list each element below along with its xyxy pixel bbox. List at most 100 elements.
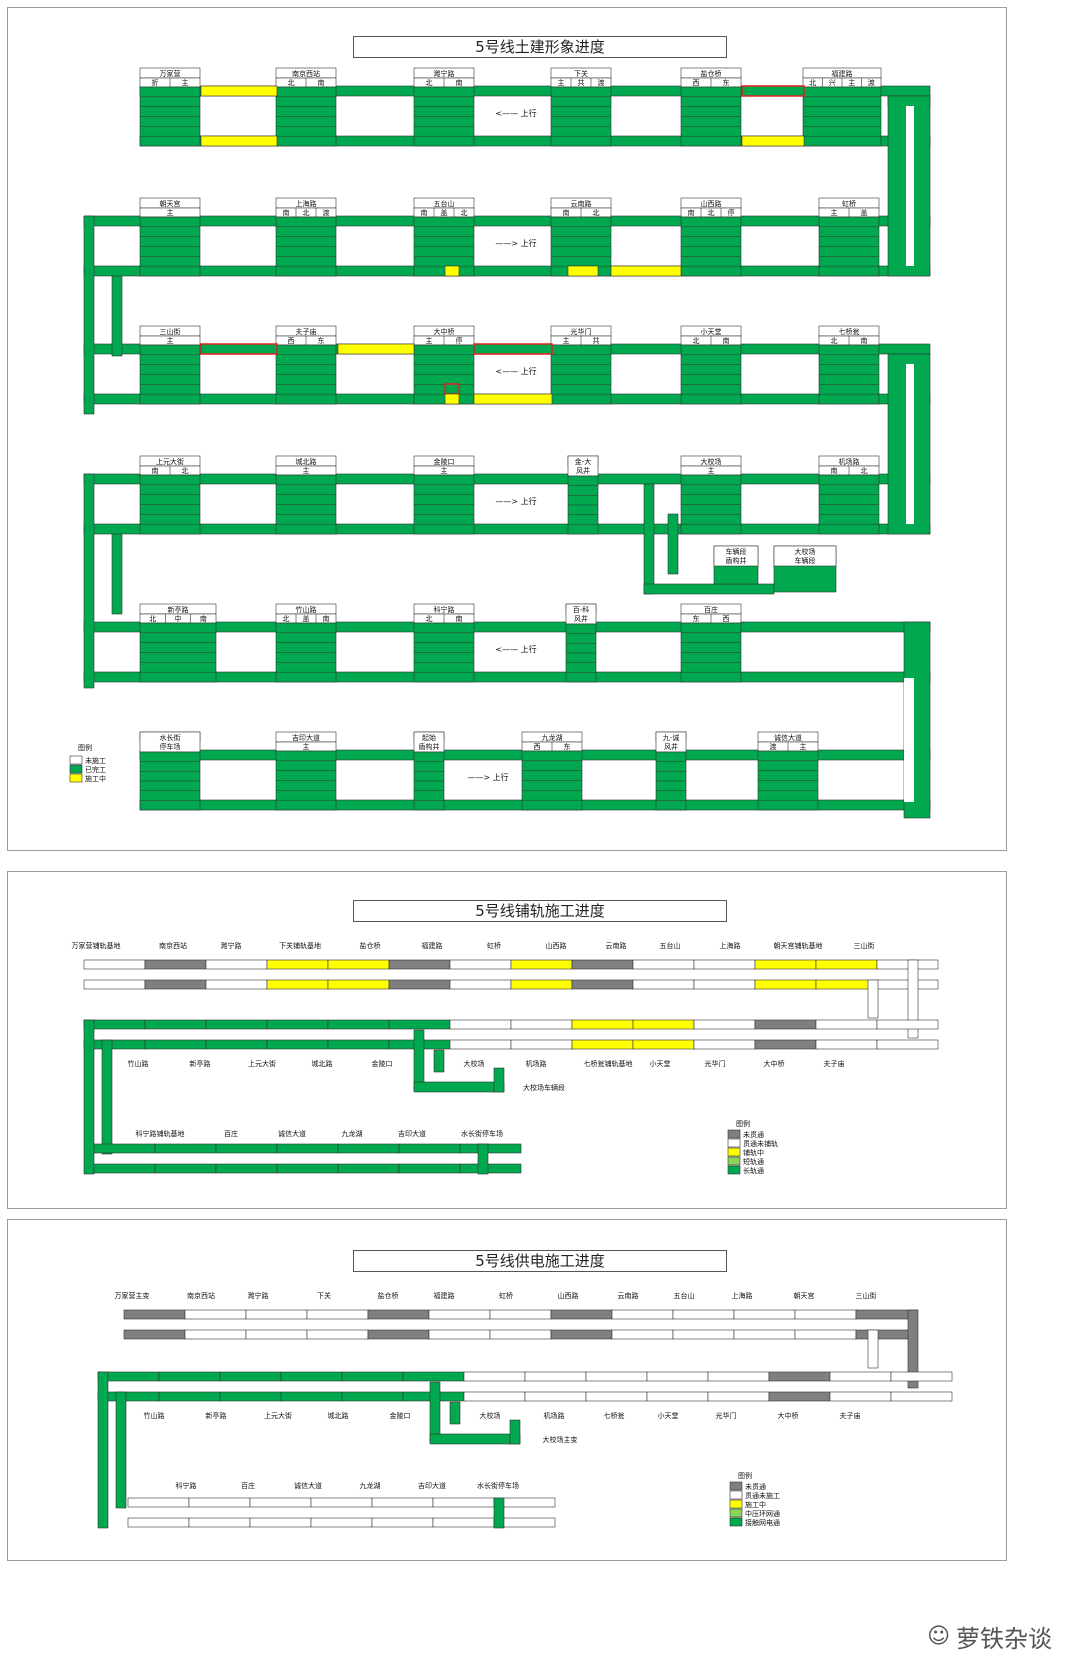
track-segment [327,1039,390,1050]
track-segment [754,1039,817,1050]
track-segment [367,1309,430,1320]
track-segment [733,1329,796,1340]
station-label: 金陵口 [372,1059,393,1068]
track-segment [693,979,756,990]
depot-branch [429,1381,441,1443]
track-segment [815,1039,878,1050]
station-label: 机场路 [526,1059,547,1068]
station-sub: 西 [693,79,700,87]
legend-item: 铺轨中 [743,1148,764,1157]
legend-item: 已完工 [85,765,106,774]
station-sub: 北 [182,467,189,475]
station-sub: 南 [456,614,463,623]
track-segment [188,1517,251,1528]
track-segment [327,979,390,990]
segment-in-progress [200,135,278,147]
station-name: 风井 [574,614,588,623]
station-sub: 渡 [868,78,875,87]
station-name: 云南路 [571,199,592,208]
depot-branch [433,1049,445,1073]
track-segment [266,1019,329,1030]
station-name: 诚信大道 [774,733,802,742]
track-turn [907,959,919,1039]
station-label: 云南路 [618,1291,639,1300]
track-segment [205,1019,268,1030]
track-segment [463,1391,526,1402]
station-sub: 北 [593,209,600,217]
track-lower [83,523,931,535]
track-segment [123,1329,186,1340]
track-segment [815,1019,878,1030]
track-segment [123,1309,186,1320]
legend-item: 贯通未铺轨 [743,1139,778,1148]
track-segment [188,1497,251,1508]
track-segment [249,1517,312,1528]
legend-title: 图例 [738,1471,752,1480]
station-sub: 渡 [323,208,330,217]
station-label: 大校场 [480,1411,501,1420]
station-name: 水长街 [160,733,181,742]
track-segment [367,1329,430,1340]
station-sub: 南 [563,208,570,217]
station-name: 上海路 [296,199,317,208]
station-sub: 主 [708,466,715,475]
station-name: 风井 [664,742,678,751]
station-name: 盾构井 [419,742,440,751]
segment-issue [200,343,278,355]
station-sub: 南 [200,614,207,623]
track-segment [463,1371,526,1382]
track-segment [428,1309,491,1320]
segment-in-progress [610,265,682,277]
track-segment [693,1019,756,1030]
station-sub: 南 [723,336,730,345]
track-segment [632,1039,695,1050]
track-segment [83,979,146,990]
legend-item: 长轨通 [743,1166,764,1175]
station-name: 城北路 [296,457,317,466]
connector-gap [906,364,914,524]
station-label: 城北路 [312,1059,333,1068]
station-name: 七桥瓮 [839,327,860,336]
connector-gap [906,106,914,266]
station-sub: 东 [693,614,700,623]
station-sub: 主 [563,336,570,345]
station-label: 南京西站 [159,941,187,950]
track-segment [876,1039,939,1050]
station-name: 风井 [576,466,590,475]
track-segment [571,979,634,990]
station-label: 小天堂 [658,1411,679,1420]
track-segment [327,959,390,970]
station-name: 起始 [422,733,436,742]
track-segment [510,1039,573,1050]
track-segment [341,1371,404,1382]
segment-in-progress [741,135,805,147]
station-sub: 北 [288,79,295,87]
track-segment [306,1329,369,1340]
station-name: 五台山 [434,199,455,208]
track-segment [890,1391,953,1402]
panel-title: 5号线铺轨施工进度 [353,900,727,922]
station-label: 上元大街 [248,1059,276,1068]
station-sub: 东 [723,78,730,87]
station-name: 南京西站 [292,69,320,78]
depot-branch [643,583,775,595]
track-segment [707,1371,770,1382]
connector-gap [904,678,914,802]
station-label: 盐仓桥 [360,941,381,950]
station-label: 科宁路铺轨基地 [136,1129,185,1138]
track-segment [158,1391,221,1402]
legend-swatch [727,1138,741,1148]
track-segment [93,1163,156,1174]
station-label: 小天堂 [650,1059,671,1068]
station-sub: 南 [456,78,463,87]
track-segment [205,1039,268,1050]
track-segment [794,1309,857,1320]
track-segment [215,1163,278,1174]
track-segment [646,1371,709,1382]
legend-item: 未施工 [85,756,106,765]
track-segment [524,1371,587,1382]
track-segment [337,1143,400,1154]
track-segment [733,1309,796,1320]
station-name: 夫子庙 [296,327,317,336]
legend-swatch [727,1147,741,1157]
